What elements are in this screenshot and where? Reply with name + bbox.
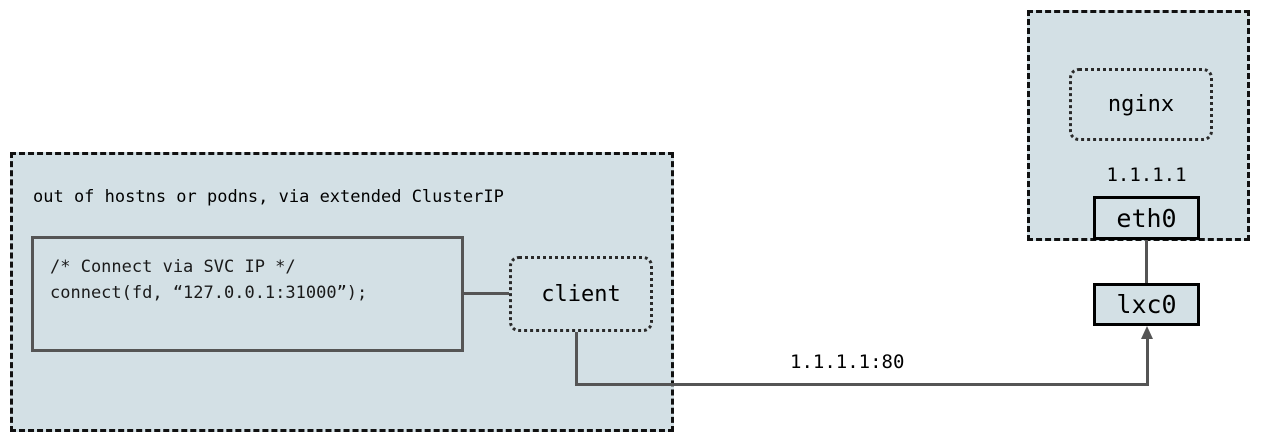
- code-snippet-box: /* Connect via SVC IP */ connect(fd, “12…: [31, 236, 464, 352]
- nginx-process-label: nginx: [1107, 92, 1175, 117]
- arrowhead-up-icon: [1141, 326, 1153, 339]
- client-process-box: client: [509, 256, 653, 332]
- connector-client-to-lxc0-horizontal: [575, 383, 1149, 386]
- lxc0-interface-label: lxc0: [1116, 290, 1177, 319]
- flow-destination-label: 1.1.1.1:80: [790, 351, 905, 373]
- pod-ip-label: 1.1.1.1: [1106, 164, 1187, 186]
- connector-eth0-to-lxc0: [1145, 240, 1148, 283]
- lxc0-interface-box: lxc0: [1093, 283, 1200, 326]
- code-snippet-text: /* Connect via SVC IP */ connect(fd, “12…: [50, 257, 368, 303]
- nginx-process-box: nginx: [1069, 68, 1213, 141]
- eth0-interface-box: eth0: [1093, 196, 1200, 240]
- eth0-interface-label: eth0: [1116, 203, 1177, 233]
- connector-code-to-client: [464, 292, 509, 295]
- client-process-label: client: [541, 281, 621, 307]
- connector-client-down: [575, 332, 578, 386]
- connector-up-to-lxc0: [1146, 336, 1149, 386]
- host-namespace-caption: out of hostns or podns, via extended Clu…: [33, 187, 504, 207]
